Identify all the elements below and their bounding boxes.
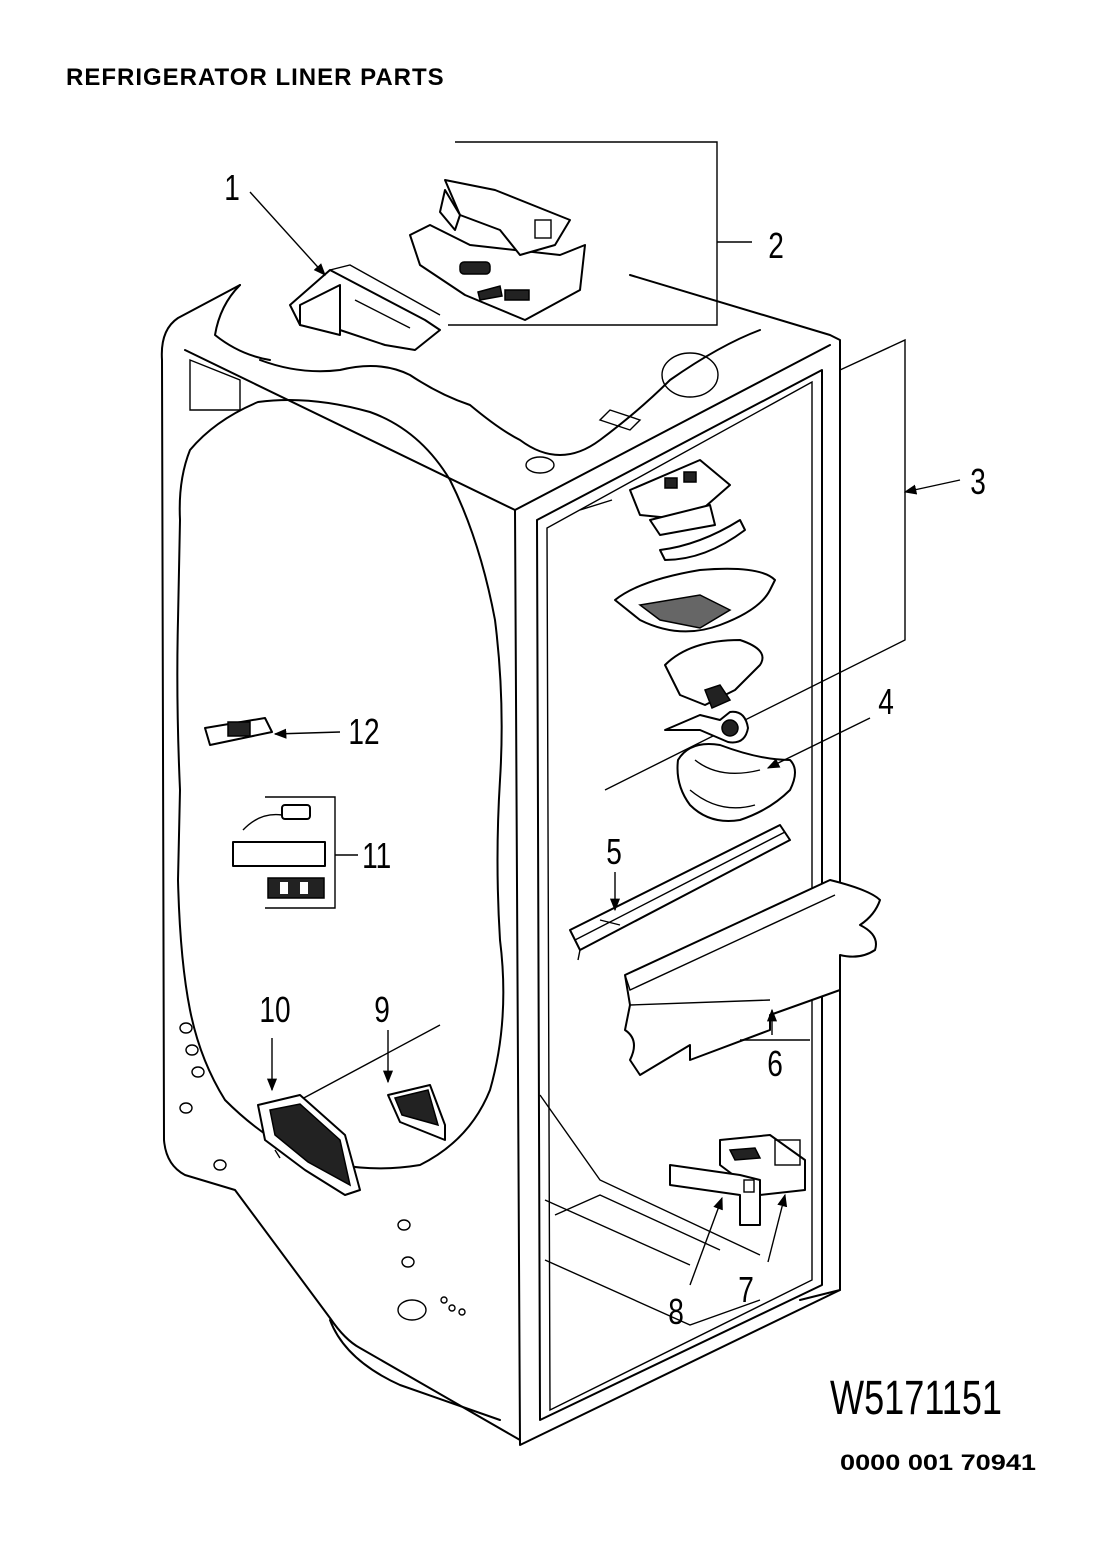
part-1-air-duct xyxy=(289,264,441,351)
part-9-grille xyxy=(387,1084,446,1141)
callout-11: 11 xyxy=(362,836,391,876)
leader-12 xyxy=(273,728,341,739)
leader-4 xyxy=(766,717,871,769)
part-12-clip xyxy=(204,717,273,746)
leader-3 xyxy=(903,479,961,495)
part-11-kit xyxy=(232,796,336,909)
part-4-funnel xyxy=(676,743,796,822)
callout-2: 2 xyxy=(768,226,784,266)
screw-holes xyxy=(179,1022,466,1321)
leader-1 xyxy=(249,191,326,276)
part-3-dispenser-assembly xyxy=(579,338,906,791)
part-6-panel xyxy=(624,879,881,1076)
callout-6: 6 xyxy=(767,1044,783,1084)
callout-7: 7 xyxy=(738,1270,754,1310)
part-8-plate xyxy=(669,1164,761,1226)
callout-8: 8 xyxy=(668,1292,684,1332)
callout-5: 5 xyxy=(606,832,622,872)
document-number: 0000 001 70941 xyxy=(840,1450,1036,1475)
model-code: W5171151 xyxy=(830,1372,1002,1425)
callout-1: 1 xyxy=(224,168,240,208)
callout-9: 9 xyxy=(374,990,390,1030)
callout-10: 10 xyxy=(259,990,290,1030)
callout-3: 3 xyxy=(970,462,986,502)
leader-7 xyxy=(767,1193,788,1263)
callout-12: 12 xyxy=(348,712,379,752)
page-title: REFRIGERATOR LINER PARTS xyxy=(66,64,445,91)
part-2-control-housing xyxy=(409,179,586,321)
liner-cabinet xyxy=(160,274,841,1446)
part-5-rail xyxy=(569,824,791,961)
part-10-grille xyxy=(257,1094,361,1196)
bracket-2 xyxy=(448,141,718,326)
callout-4: 4 xyxy=(878,682,894,722)
leader-8 xyxy=(689,1196,723,1286)
